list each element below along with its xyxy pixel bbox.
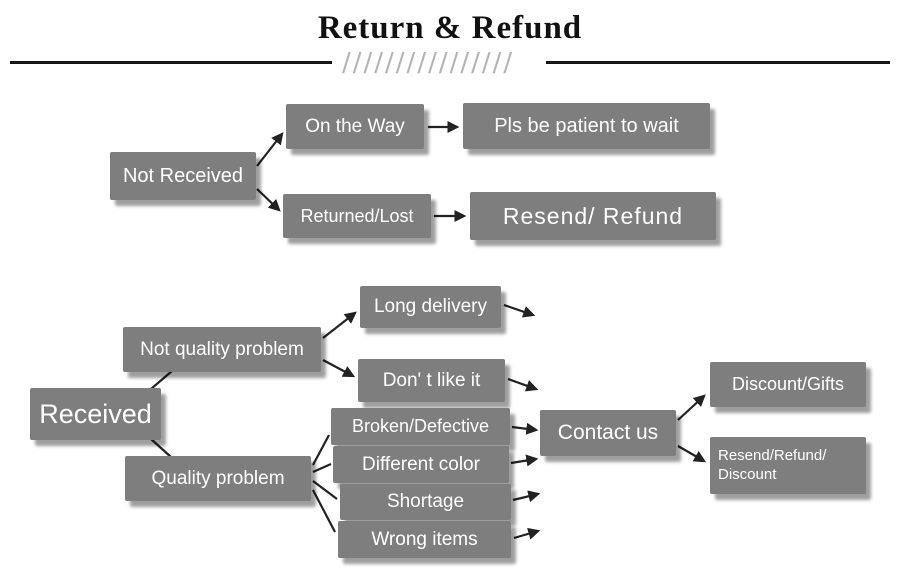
node-quality-problem: Quality problem (125, 456, 311, 501)
line-quality-to-different-color (312, 462, 332, 474)
node-resend-refund-discount: Resend/Refund/ Discount (710, 437, 866, 494)
node-not-quality-problem: Not quality problem (123, 327, 321, 372)
arrow-not-received-to-on-the-way (256, 132, 284, 167)
title-rule-left (10, 61, 332, 64)
node-long-delivery: Long delivery (360, 286, 501, 328)
node-pls-be-patient: Pls be patient to wait (463, 103, 710, 149)
node-discount-gifts: Discount/Gifts (710, 362, 866, 407)
node-wrong-items: Wrong items (338, 521, 511, 558)
arrow-contact-us-to-resend-refund-discount (677, 445, 707, 463)
line-quality-to-shortage (312, 480, 338, 500)
arrow-contact-us-to-discount-gifts (677, 394, 706, 421)
arrow-not-received-to-returned-lost (256, 188, 281, 212)
node-on-the-way: On the Way (286, 104, 424, 149)
node-returned-lost: Returned/Lost (283, 194, 431, 238)
page-title: Return & Refund (317, 10, 583, 46)
node-contact-us: Contact us (540, 410, 676, 456)
arrow-not-quality-to-long-delivery (322, 311, 357, 339)
arrow-shortage-out (512, 490, 541, 503)
node-different-color: Different color (333, 446, 509, 483)
node-dont-like-it: Don' t like it (358, 359, 505, 402)
title-rule-right (546, 61, 890, 64)
arrow-wrong-items-out (513, 527, 541, 540)
node-resend-refund: Resend/ Refund (470, 192, 716, 240)
line-quality-to-wrong-items (312, 489, 336, 533)
line-quality-to-broken-defective (312, 434, 330, 466)
hatch-decoration-icon: //////////////// (342, 48, 515, 78)
arrow-dont-like-it-to-contact-us (507, 377, 539, 392)
node-shortage: Shortage (340, 484, 511, 520)
arrow-long-delivery-out (503, 303, 536, 318)
node-broken-defective: Broken/Defective (331, 408, 510, 445)
arrow-not-quality-to-dont-like-it (322, 359, 356, 378)
node-not-received: Not Received (110, 152, 256, 200)
node-received: Received (30, 388, 161, 440)
arrow-broken-defective-to-contact-us (511, 422, 539, 435)
arrow-different-color-out (510, 454, 539, 467)
line-received-to-not-quality-problem (150, 370, 173, 390)
